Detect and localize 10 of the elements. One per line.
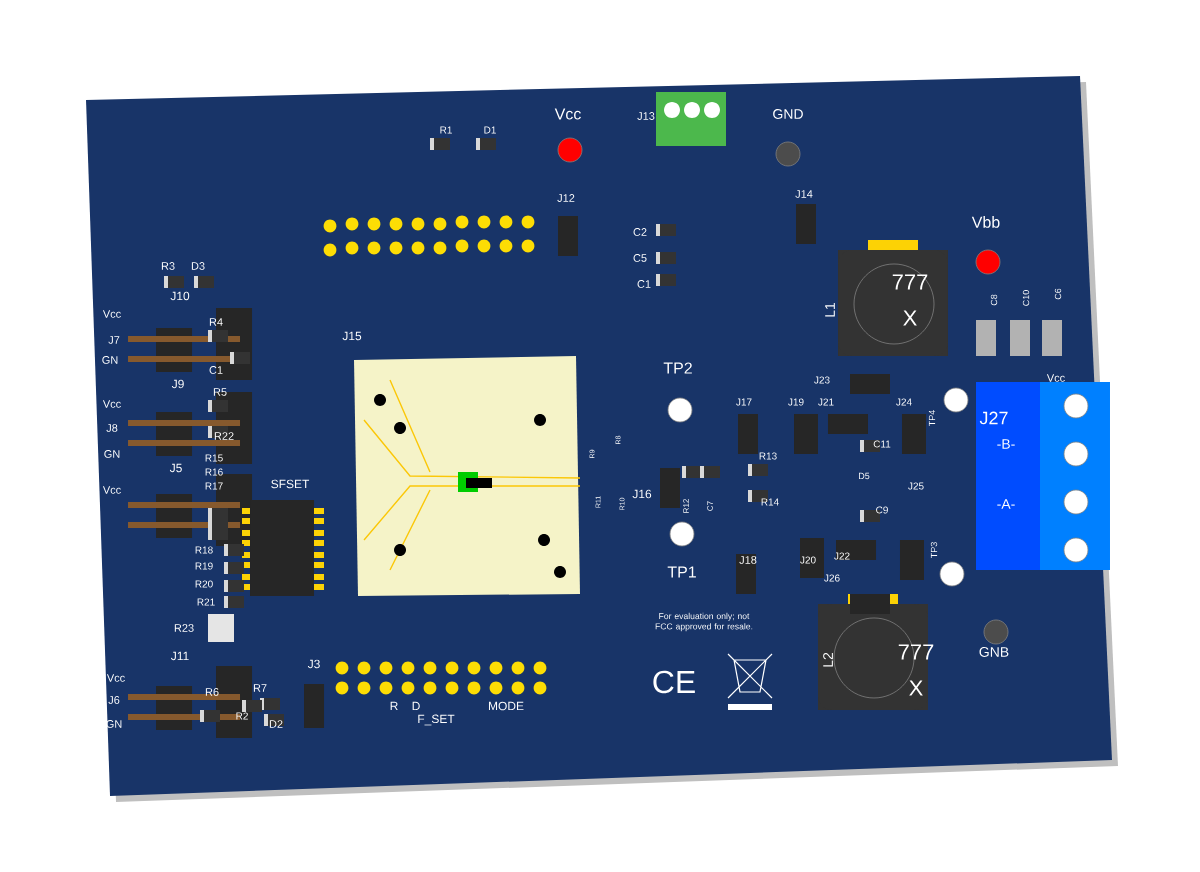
silkscreen-label: TP2 — [663, 362, 692, 374]
silkscreen-label: Vcc — [554, 108, 581, 120]
silkscreen-label: TP1 — [667, 566, 696, 578]
silkscreen-label: 777 — [892, 274, 928, 290]
silkscreen-label: Vbb — [971, 216, 1000, 228]
silkscreen-label: J27 — [979, 411, 1008, 425]
silkscreen-label: CE — [653, 670, 695, 694]
silkscreen-label: X — [909, 680, 923, 696]
silkscreen-label: X — [903, 310, 917, 326]
silkscreen-label: 777 — [898, 644, 934, 660]
